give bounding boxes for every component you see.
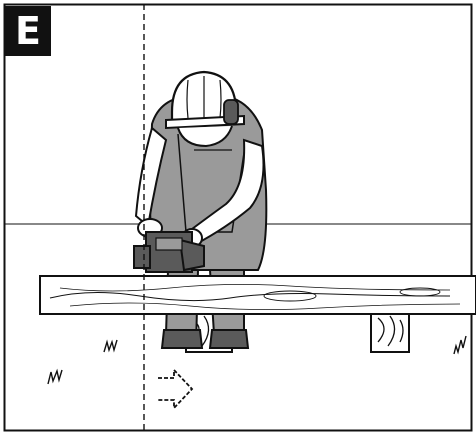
power-tool <box>133 231 205 273</box>
grass-tuft-icon <box>47 368 63 385</box>
grass-tuft-icon <box>453 335 467 355</box>
grass-tuft-icon <box>103 339 118 353</box>
panel-frame <box>3 3 473 432</box>
arrow-right-icon <box>158 367 194 411</box>
worker-head <box>165 70 245 148</box>
support-block-right <box>370 311 410 353</box>
worker-body <box>134 95 268 271</box>
wooden-beam <box>39 275 476 315</box>
panel-label: E <box>5 6 51 56</box>
